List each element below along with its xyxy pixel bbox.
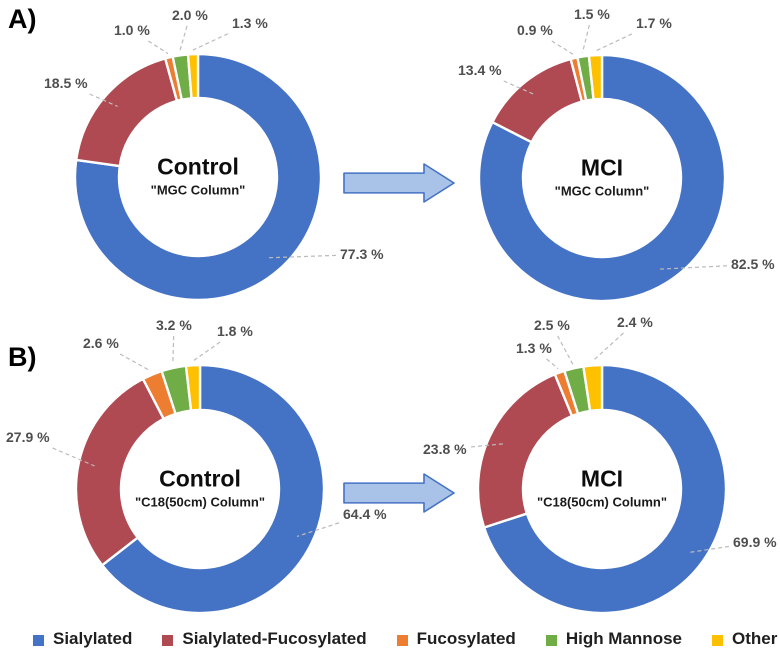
donut-slice-sialylated-fucosylated bbox=[491, 57, 584, 144]
legend-swatch-icon bbox=[396, 634, 408, 646]
slice-percent-label: 23.8 % bbox=[423, 441, 467, 457]
donut-subtitle: "MGC Column" bbox=[554, 183, 650, 199]
slice-percent-label: 64.4 % bbox=[343, 506, 387, 522]
slice-percent-label: 2.5 % bbox=[534, 317, 570, 333]
label-leader-line bbox=[557, 335, 574, 365]
slice-percent-label: 1.5 % bbox=[574, 6, 610, 22]
legend-label: Sialylated-Fucosylated bbox=[182, 629, 367, 648]
slice-percent-label: 0.9 % bbox=[517, 22, 553, 38]
label-leader-line bbox=[594, 33, 633, 52]
legend-swatch-icon bbox=[33, 634, 44, 646]
slice-percent-label: 2.6 % bbox=[83, 335, 119, 351]
slice-percent-label: 1.3 % bbox=[516, 340, 552, 356]
label-leader-line bbox=[192, 341, 221, 362]
donut-slice-sialylated-fucosylated bbox=[74, 377, 165, 567]
donut-slice-sialylated bbox=[482, 363, 728, 615]
legend-label: Other bbox=[731, 629, 778, 648]
legend-label: Sialylated bbox=[53, 629, 133, 648]
arrow-right-icon bbox=[343, 473, 455, 513]
donut-center-text: Control "MGC Column" bbox=[151, 154, 246, 199]
label-leader-line bbox=[470, 443, 504, 448]
label-leader-line bbox=[179, 25, 188, 52]
donut-slice-sialylated bbox=[73, 52, 323, 302]
panel-b-label: B) bbox=[8, 342, 37, 372]
label-leader-line bbox=[148, 40, 169, 55]
label-leader-line bbox=[296, 522, 340, 537]
label-leader-line bbox=[119, 353, 151, 372]
slice-percent-label: 1.7 % bbox=[636, 15, 672, 31]
donut-slice-sialylated-fucosylated bbox=[74, 57, 179, 168]
slice-percent-label: 77.3 % bbox=[340, 246, 384, 262]
label-leader-line bbox=[192, 33, 229, 51]
slice-percent-label: 2.0 % bbox=[172, 7, 208, 23]
arrow-right-icon bbox=[343, 163, 455, 203]
slice-percent-label: 1.0 % bbox=[114, 22, 150, 38]
label-leader-line bbox=[581, 24, 590, 53]
label-leader-line bbox=[657, 265, 728, 270]
label-leader-line bbox=[551, 40, 574, 55]
label-leader-line bbox=[89, 93, 118, 107]
donut-title: MCI bbox=[580, 154, 624, 181]
donut-subtitle: "MGC Column" bbox=[150, 182, 246, 198]
donut-subtitle: "C18(50cm) Column" bbox=[536, 494, 668, 510]
donut-center-text: MCI "MGC Column" bbox=[555, 155, 650, 200]
slice-percent-label: 2.4 % bbox=[617, 314, 653, 330]
donut-slice-other bbox=[587, 53, 604, 101]
label-leader-line bbox=[546, 358, 559, 370]
donut-title: Control bbox=[157, 153, 239, 180]
slice-percent-label: 1.3 % bbox=[232, 15, 268, 31]
donut-slice-sialylated-fucosylated bbox=[476, 373, 574, 529]
slice-percent-label: 27.9 % bbox=[6, 429, 50, 445]
legend-item: Sialylated-Fucosylated bbox=[162, 629, 367, 649]
slice-percent-label: 69.9 % bbox=[733, 534, 777, 550]
label-leader-line bbox=[172, 335, 175, 364]
legend-item: Other bbox=[711, 629, 778, 649]
panel-a-label: A) bbox=[8, 4, 37, 34]
donut-subtitle: "C18(50cm) Column" bbox=[134, 494, 266, 510]
legend-swatch-icon bbox=[711, 634, 723, 646]
legend-swatch-icon bbox=[545, 634, 557, 646]
donut-slice-other bbox=[184, 363, 202, 412]
legend: Sialylated Sialylated-Fucosylated Fucosyla… bbox=[33, 629, 777, 649]
label-leader-line bbox=[591, 332, 624, 362]
legend-label: High Mannose bbox=[565, 629, 682, 648]
legend-item: High Mannose bbox=[545, 629, 682, 649]
label-leader-line bbox=[52, 447, 95, 467]
slice-percent-label: 18.5 % bbox=[44, 75, 88, 91]
donut-slice-other bbox=[582, 363, 604, 413]
legend-item: Fucosylated bbox=[396, 629, 516, 649]
donut-center-text: Control "C18(50cm) Column" bbox=[135, 466, 265, 511]
donut-slice-sialylated bbox=[477, 53, 727, 303]
legend-item: Sialylated bbox=[33, 629, 132, 649]
donut-title: Control bbox=[159, 465, 241, 492]
legend-label: Fucosylated bbox=[416, 629, 516, 648]
donut-slice-sialylated bbox=[100, 363, 326, 615]
donut-slice-other bbox=[186, 52, 200, 100]
slice-percent-label: 82.5 % bbox=[731, 256, 775, 272]
donut-center-text: MCI "C18(50cm) Column" bbox=[537, 466, 667, 511]
label-leader-line bbox=[503, 80, 536, 96]
legend-swatch-icon bbox=[162, 634, 174, 646]
slice-percent-label: 1.8 % bbox=[217, 323, 253, 339]
slice-percent-label: 3.2 % bbox=[156, 317, 192, 333]
slice-percent-label: 13.4 % bbox=[458, 62, 502, 78]
donut-title: MCI bbox=[580, 465, 624, 492]
label-leader-line bbox=[268, 254, 337, 259]
